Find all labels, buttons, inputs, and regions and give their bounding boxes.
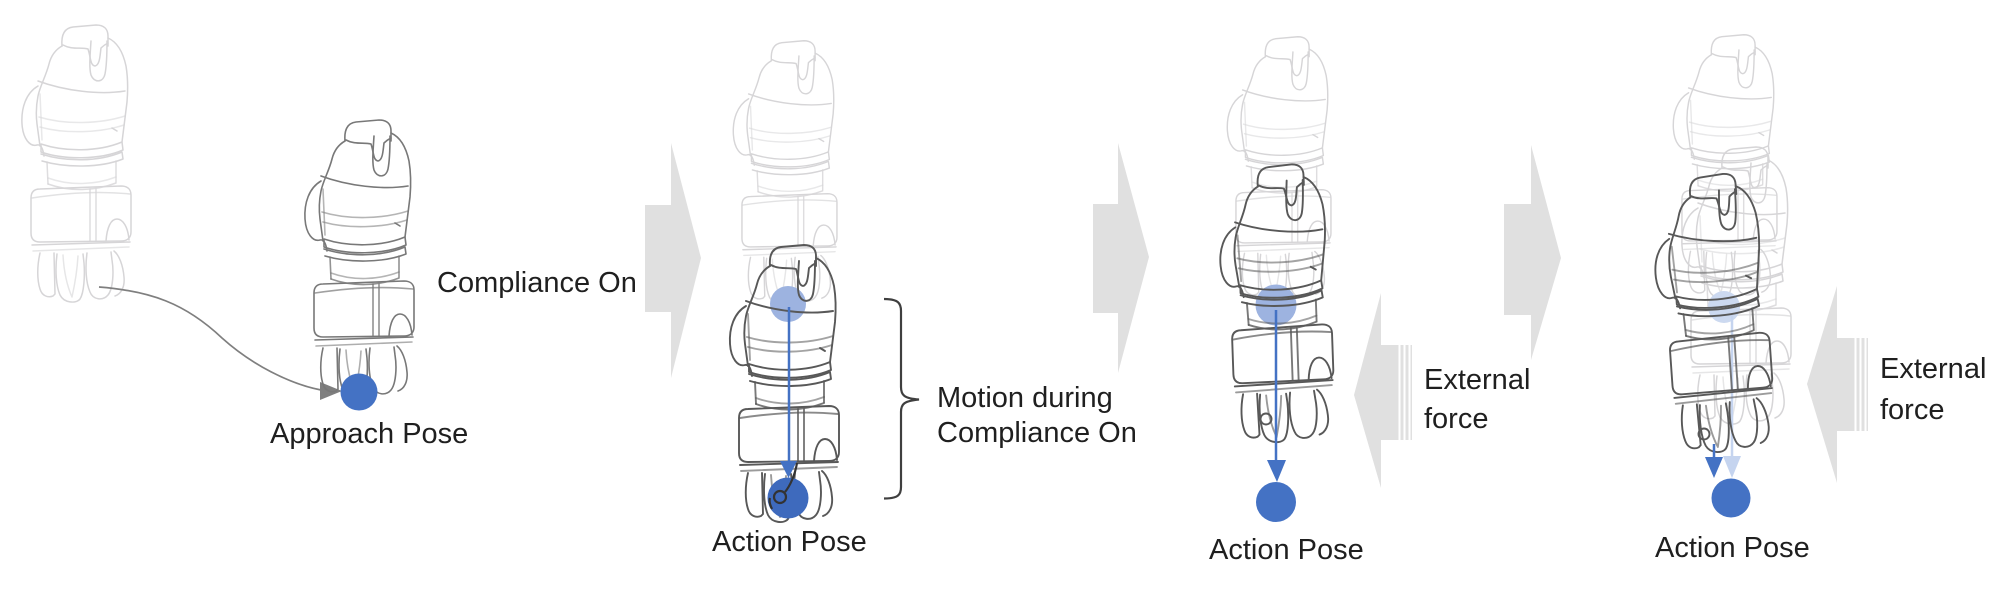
- svg-text:Action Pose: Action Pose: [1209, 534, 1364, 566]
- svg-text:Motion during: Motion during: [937, 382, 1113, 414]
- svg-text:Action Pose: Action Pose: [1655, 532, 1810, 564]
- svg-text:force: force: [1424, 403, 1488, 435]
- svg-text:force: force: [1880, 394, 1944, 426]
- svg-text:Action Pose: Action Pose: [712, 526, 867, 558]
- svg-text:Compliance On: Compliance On: [937, 417, 1137, 449]
- svg-text:Compliance On: Compliance On: [437, 267, 637, 299]
- svg-text:External: External: [1880, 353, 1986, 385]
- svg-text:Approach Pose: Approach Pose: [270, 418, 468, 450]
- svg-text:External: External: [1424, 364, 1530, 396]
